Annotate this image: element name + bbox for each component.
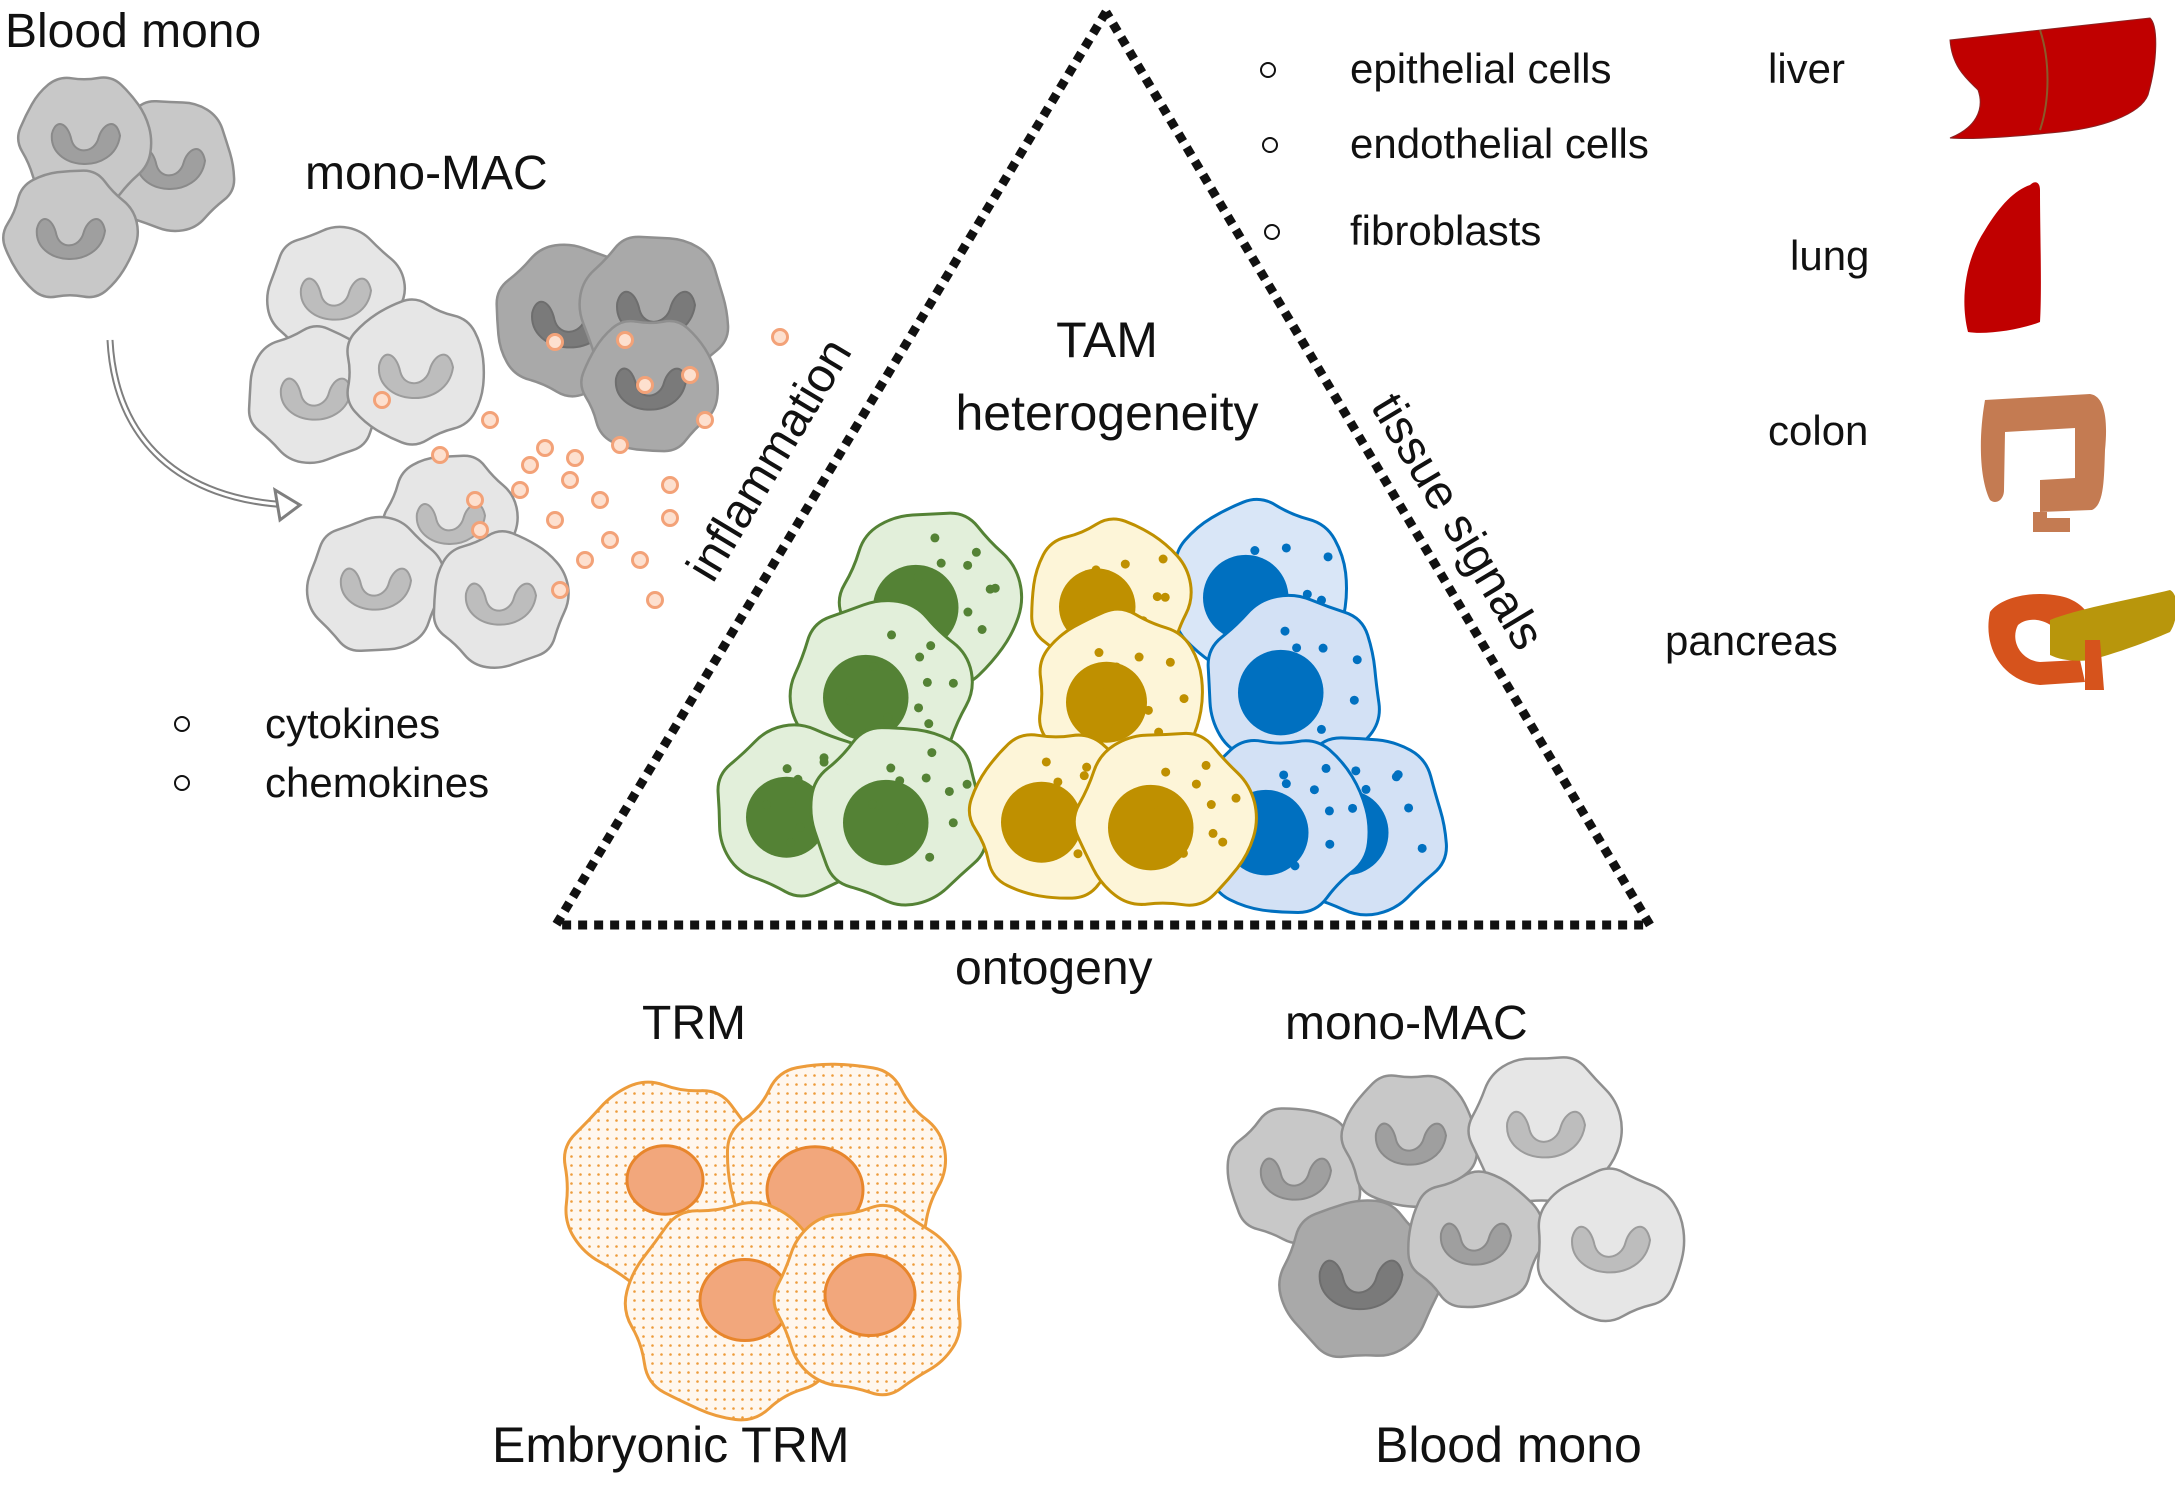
mono-mac-cell	[1536, 1167, 1686, 1323]
cytokine-dot	[536, 439, 554, 457]
cytokine-dot	[636, 376, 654, 394]
cytokine-dot	[646, 591, 664, 609]
cytokine-dot	[566, 449, 584, 467]
mono-mac-cell	[1467, 1056, 1623, 1204]
trm-label: TRM	[642, 997, 746, 1050]
liver-icon	[1949, 17, 2157, 140]
cytokine-dot	[661, 509, 679, 527]
mono-mac-cell	[1278, 1199, 1444, 1359]
cytokine-dot	[631, 551, 649, 569]
mono-mac-label-top: mono-MAC	[305, 147, 548, 200]
tam-cell-gold	[1072, 731, 1258, 907]
cytokine-dot	[681, 366, 699, 384]
tam-cell-green	[809, 726, 988, 907]
cytokine-dot	[511, 481, 529, 499]
side-label-ontogeny: ontogeny	[955, 942, 1153, 995]
cytokine-dot	[481, 411, 499, 429]
cytokine-dot	[601, 531, 619, 549]
cytokine-dot	[661, 476, 679, 494]
cytokine-dot	[373, 391, 391, 409]
cell-type-fibroblasts: fibroblasts	[1350, 207, 1542, 254]
organ-label-liver: liver	[1768, 45, 1846, 92]
factor-cytokines: cytokines	[265, 700, 441, 747]
bullet-cytokines	[174, 716, 190, 732]
cytokine-dot	[611, 436, 629, 454]
differentiation-arrow	[106, 339, 303, 523]
triangle-title-line1: TAM	[1056, 312, 1158, 368]
cytokine-dot	[546, 333, 564, 351]
bullet-fibroblasts	[1264, 224, 1280, 240]
cytokine-dot	[561, 471, 579, 489]
cytokine-dot	[576, 551, 594, 569]
triangle-title-line2: heterogeneity	[955, 385, 1259, 441]
mono-mac-cell	[432, 530, 570, 669]
trm-cell	[772, 1203, 962, 1397]
organ-label-pancreas: pancreas	[1665, 617, 1838, 664]
caption-blood-mono: Blood mono	[1375, 1417, 1642, 1473]
cell-type-endothelial: endothelial cells	[1350, 120, 1649, 167]
caption-embryonic-trm: Embryonic TRM	[492, 1417, 850, 1473]
mono-mac-label-bottom: mono-MAC	[1285, 997, 1528, 1050]
cytokine-dot	[521, 456, 539, 474]
mono-mac-cell	[305, 515, 447, 652]
triangle-outline	[548, 9, 1658, 930]
trm-cell	[623, 1201, 845, 1422]
mono-mac-cell	[1340, 1074, 1479, 1209]
cytokine-dot	[546, 511, 564, 529]
cytokine-dot	[551, 581, 569, 599]
colon-icon	[1980, 394, 2107, 532]
cytokine-dot	[696, 411, 714, 429]
bullet-endothelial	[1262, 137, 1278, 153]
bullet-epithelial	[1260, 62, 1276, 78]
cytokine-dot	[471, 521, 489, 539]
organ-label-lung: lung	[1790, 232, 1870, 279]
tam-cell-blue	[1206, 593, 1381, 778]
cytokine-dot	[616, 331, 634, 349]
pancreas-icon	[1988, 590, 2175, 690]
mono-mac-cell	[1407, 1170, 1546, 1309]
lung-icon	[1964, 182, 2041, 333]
cytokine-dot	[771, 328, 789, 346]
cytokine-dot	[466, 491, 484, 509]
organ-label-colon: colon	[1768, 407, 1869, 454]
factor-chemokines: chemokines	[265, 759, 490, 806]
bullet-chemokines	[174, 775, 190, 791]
cytokine-dot	[591, 491, 609, 509]
mono-mac-cell	[346, 298, 486, 446]
blood-mono-label-top: Blood mono	[5, 5, 262, 58]
cytokine-dot	[431, 446, 449, 464]
blood-mono-cell	[2, 169, 140, 299]
cell-type-epithelial: epithelial cells	[1350, 45, 1612, 92]
